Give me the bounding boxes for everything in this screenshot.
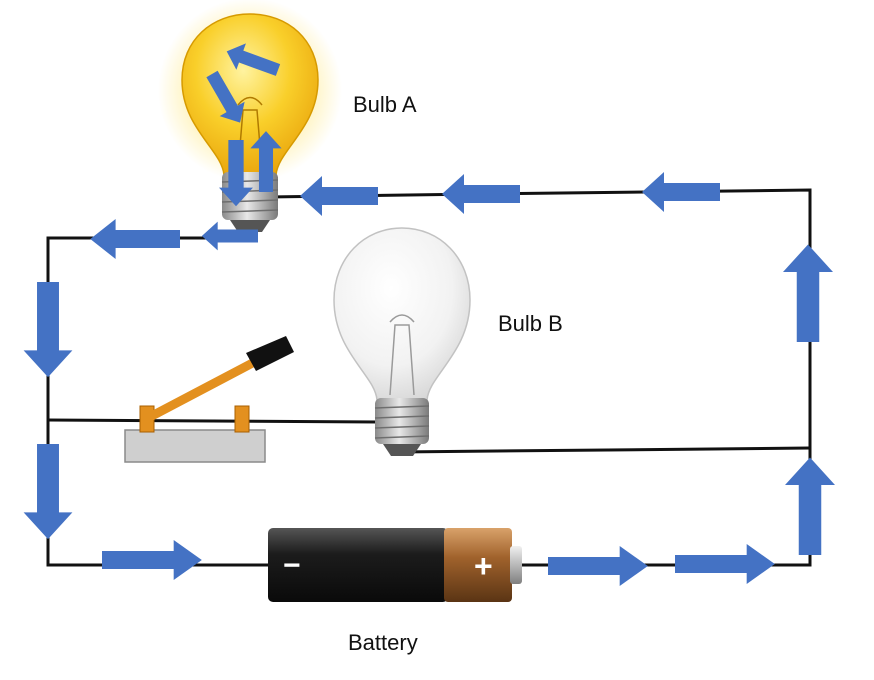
current-direction-arrow-icon	[23, 444, 73, 540]
battery-cap	[444, 528, 512, 602]
wire-bulb-b-right	[397, 446, 811, 454]
current-direction-arrow-icon	[785, 457, 835, 555]
current-direction-arrow-icon	[23, 282, 73, 378]
wire-top-right	[267, 188, 812, 567]
switch-lever	[143, 353, 267, 423]
knife-switch-icon	[124, 336, 294, 463]
current-direction-arrow-icon	[675, 544, 775, 584]
current-direction-arrow-icon	[90, 219, 180, 259]
unlit-light-bulb-icon	[333, 227, 471, 401]
battery-negative-mark: −	[283, 549, 301, 582]
current-direction-arrow-icon	[442, 174, 520, 214]
lit-light-bulb-icon	[181, 13, 319, 176]
current-direction-arrow-icon	[102, 540, 202, 580]
battery-body	[268, 528, 448, 602]
current-direction-arrow-icon	[548, 546, 648, 586]
bulb-a-label: Bulb A	[353, 92, 417, 117]
current-direction-arrow-icon	[642, 172, 720, 212]
bulb-b	[333, 227, 471, 456]
wire-switch-branch	[47, 418, 379, 424]
switch-handle	[246, 336, 294, 371]
current-direction-arrow-icon	[300, 176, 378, 216]
bulb-b-label: Bulb B	[498, 311, 563, 336]
battery-icon: − +	[268, 528, 522, 602]
current-direction-arrow-icon	[783, 244, 833, 342]
battery-positive-mark: +	[474, 548, 493, 584]
switch-base	[124, 429, 266, 463]
battery-label: Battery	[348, 630, 418, 655]
battery-terminal	[510, 546, 522, 584]
wire-bulb-a-left	[46, 236, 268, 567]
